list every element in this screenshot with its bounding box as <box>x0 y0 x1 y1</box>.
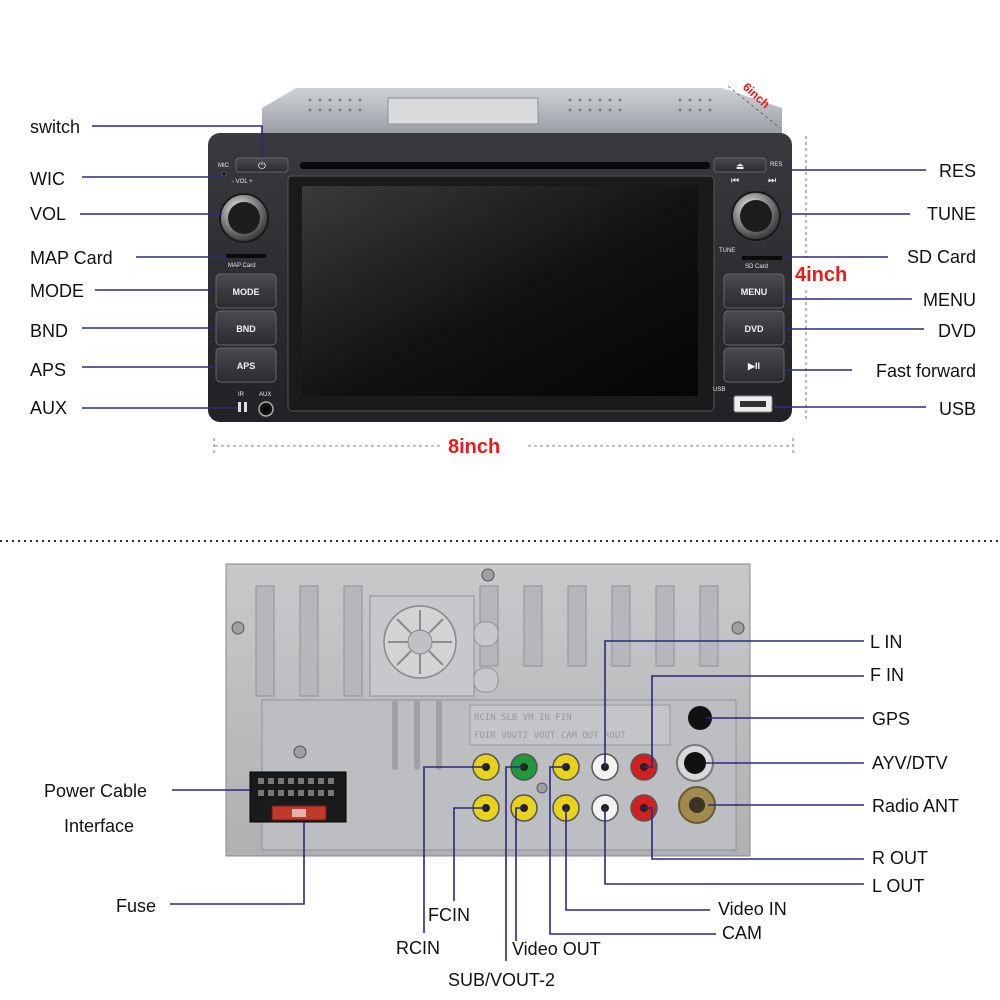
sd-card-text: SD Card <box>745 264 768 270</box>
rear-ribs <box>255 585 719 697</box>
disc-slot <box>300 162 710 169</box>
sd-card-slot[interactable] <box>742 256 782 260</box>
map-card-slot[interactable] <box>226 254 266 258</box>
label-vol: VOL <box>30 204 66 224</box>
ir-sensor <box>238 402 241 412</box>
aux-text: AUX <box>259 392 271 398</box>
label-fcin: FCIN <box>428 905 470 925</box>
label-switch: switch <box>30 117 80 137</box>
menu-button[interactable] <box>723 273 785 309</box>
rear-labels: Power Cable Interface Fuse L IN F IN GPS… <box>44 632 959 990</box>
aux-jack-hole <box>263 406 269 412</box>
play-pause-label: ▶II <box>747 361 760 371</box>
port-strip-top: RCIN SLB VM IN FIN <box>474 713 572 723</box>
label-video-in: Video IN <box>718 899 787 919</box>
label-radio-ant: Radio ANT <box>872 796 959 816</box>
next-icon: ⏭ <box>768 176 776 186</box>
label-bnd: BND <box>30 321 68 341</box>
mic-hole <box>221 171 227 177</box>
label-mode: MODE <box>30 281 84 301</box>
height-dimension-label: 4inch <box>795 264 847 286</box>
label-power-cable: Power Cable <box>44 781 147 801</box>
eject-icon: ⏏ <box>736 162 745 172</box>
mode-button[interactable] <box>215 273 277 309</box>
tune-knob-cap <box>740 200 772 232</box>
ir-sensor-b <box>244 402 247 412</box>
label-sd-card: SD Card <box>907 247 976 267</box>
rear-clip-2 <box>473 667 499 693</box>
label-map-card: MAP Card <box>30 248 113 268</box>
label-video-out: Video OUT <box>512 939 601 959</box>
chassis-vents <box>308 98 712 112</box>
label-res: RES <box>939 161 976 181</box>
tune-text: TUNE <box>719 248 735 254</box>
width-dimension-label: 8inch <box>448 436 500 458</box>
res-text: RES <box>770 162 782 168</box>
label-aux: AUX <box>30 398 67 418</box>
front-callouts-left <box>80 125 263 409</box>
mode-button-label: MODE <box>233 287 260 297</box>
rear-unit: RCIN SLB VM IN FIN FOIR VOUT2 VOUT CAM O… <box>225 563 751 857</box>
label-fuse: Fuse <box>116 896 156 916</box>
label-l-out: L OUT <box>872 876 924 896</box>
rear-callouts <box>170 640 864 961</box>
power-icon: ⏻ <box>258 161 266 172</box>
dvd-button[interactable] <box>723 310 785 346</box>
gps-port[interactable] <box>688 706 712 730</box>
mic-text: MIC <box>218 163 230 169</box>
label-r-out: R OUT <box>872 848 928 868</box>
label-aps: APS <box>30 360 66 380</box>
port-label-strip <box>469 704 671 746</box>
prev-icon: ⏮ <box>731 176 739 186</box>
aps-button-label: APS <box>237 361 256 371</box>
label-f-in: F IN <box>870 665 904 685</box>
label-ayv-dtv: AYV/DTV <box>872 753 948 773</box>
vol-text: - VOL + <box>232 179 253 185</box>
label-interface: Interface <box>64 816 134 836</box>
rear-clip <box>473 621 499 647</box>
eject-button[interactable] <box>713 157 767 173</box>
usb-text: USB <box>713 387 725 393</box>
menu-button-label: MENU <box>741 287 768 297</box>
label-cam: CAM <box>722 923 762 943</box>
label-rcin: RCIN <box>396 938 440 958</box>
dvd-button-label: DVD <box>744 324 764 334</box>
play-pause-button[interactable] <box>723 347 785 383</box>
depth-dimension <box>727 85 781 129</box>
label-usb: USB <box>939 399 976 419</box>
rear-slots <box>392 700 442 770</box>
front-labels-right: RES TUNE SD Card MENU DVD Fast forward U… <box>876 161 976 419</box>
bnd-button-label: BND <box>236 324 256 334</box>
volume-knob-cap <box>228 202 260 234</box>
usb-port-inner <box>740 401 766 407</box>
label-dvd: DVD <box>938 321 976 341</box>
label-sub-vout2: SUB/VOUT-2 <box>448 970 555 990</box>
map-card-text: MAP Card <box>228 263 256 269</box>
label-gps: GPS <box>872 709 910 729</box>
front-labels-left: switch WIC VOL MAP Card MODE BND APS AUX <box>30 117 113 418</box>
label-menu: MENU <box>923 290 976 310</box>
chassis-label-sticker <box>387 97 539 125</box>
label-fast-forward: Fast forward <box>876 361 976 381</box>
label-tune: TUNE <box>927 204 976 224</box>
display-screen[interactable] <box>302 186 698 396</box>
rear-screws <box>231 568 745 794</box>
front-callouts-right <box>772 169 926 408</box>
label-wic: WIC <box>30 169 65 189</box>
front-unit: ⏻ MIC - VOL + MAP Card MODE BND APS IR A… <box>208 88 792 422</box>
port-strip-bottom: FOIR VOUT2 VOUT CAM OUT ROUT <box>474 731 626 741</box>
label-l-in: L IN <box>870 632 902 652</box>
aps-button[interactable] <box>215 347 277 383</box>
ir-text: IR <box>238 392 245 398</box>
